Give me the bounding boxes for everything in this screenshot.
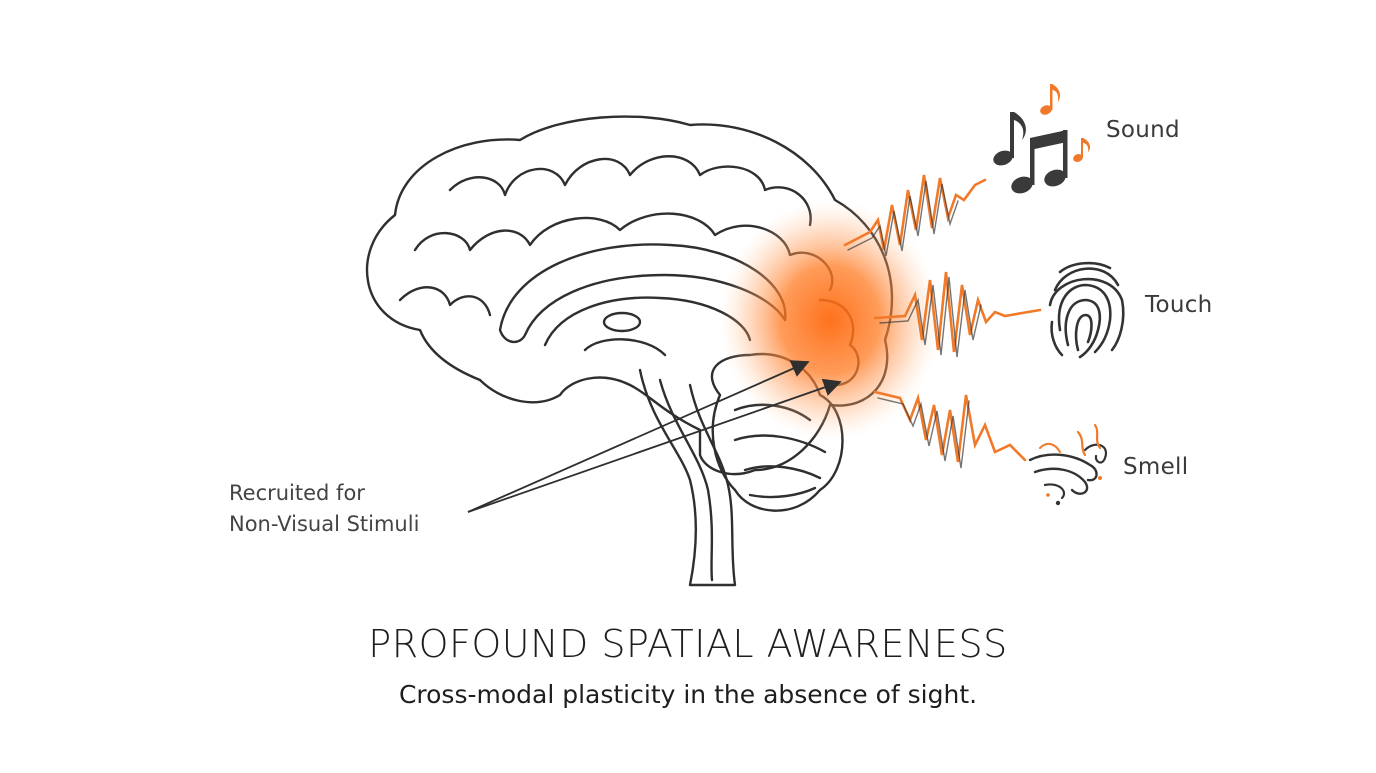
callout-label: Recruited for Non-Visual Stimuli bbox=[229, 478, 419, 540]
sound-label: Sound bbox=[1106, 117, 1180, 143]
diagram-subtitle: Cross-modal plasticity in the absence of… bbox=[398, 680, 978, 709]
smell-wave bbox=[873, 390, 1027, 463]
sound-wave bbox=[843, 174, 987, 251]
cerebellum-folds-3 bbox=[743, 465, 822, 480]
callout-arrows bbox=[467, 360, 842, 513]
music-notes-icon bbox=[993, 84, 1091, 194]
touch-wave-shadow bbox=[879, 276, 982, 358]
fingerprint-icon bbox=[1048, 261, 1125, 359]
diagram-title: PROFOUND SPATIAL AWARENESS bbox=[368, 622, 1008, 666]
brain-gyri-top bbox=[448, 155, 812, 227]
visual-cortex-glow bbox=[720, 200, 940, 440]
brain-gyri-low bbox=[398, 286, 492, 317]
callout-arrow-lower bbox=[467, 378, 842, 513]
smell-label: Smell bbox=[1123, 454, 1189, 480]
touch-wave bbox=[873, 271, 1042, 353]
thalamus bbox=[602, 311, 642, 333]
midbrain-curve bbox=[583, 338, 667, 357]
brainstem bbox=[638, 368, 737, 587]
callout-line-2: Non-Visual Stimuli bbox=[229, 512, 420, 536]
sound-wave-shadow bbox=[847, 180, 959, 257]
smell-wave-shadow bbox=[877, 397, 970, 469]
touch-label: Touch bbox=[1145, 292, 1213, 318]
cerebellum-folds-4 bbox=[748, 486, 817, 499]
callout-line-1: Recruited for bbox=[229, 481, 365, 505]
callout-arrow-upper bbox=[467, 360, 810, 513]
scent-swirl-icon bbox=[1028, 423, 1108, 506]
inner-arc bbox=[543, 296, 752, 347]
cerebellum-folds-2 bbox=[733, 434, 827, 454]
brainstem-inner bbox=[658, 378, 714, 582]
